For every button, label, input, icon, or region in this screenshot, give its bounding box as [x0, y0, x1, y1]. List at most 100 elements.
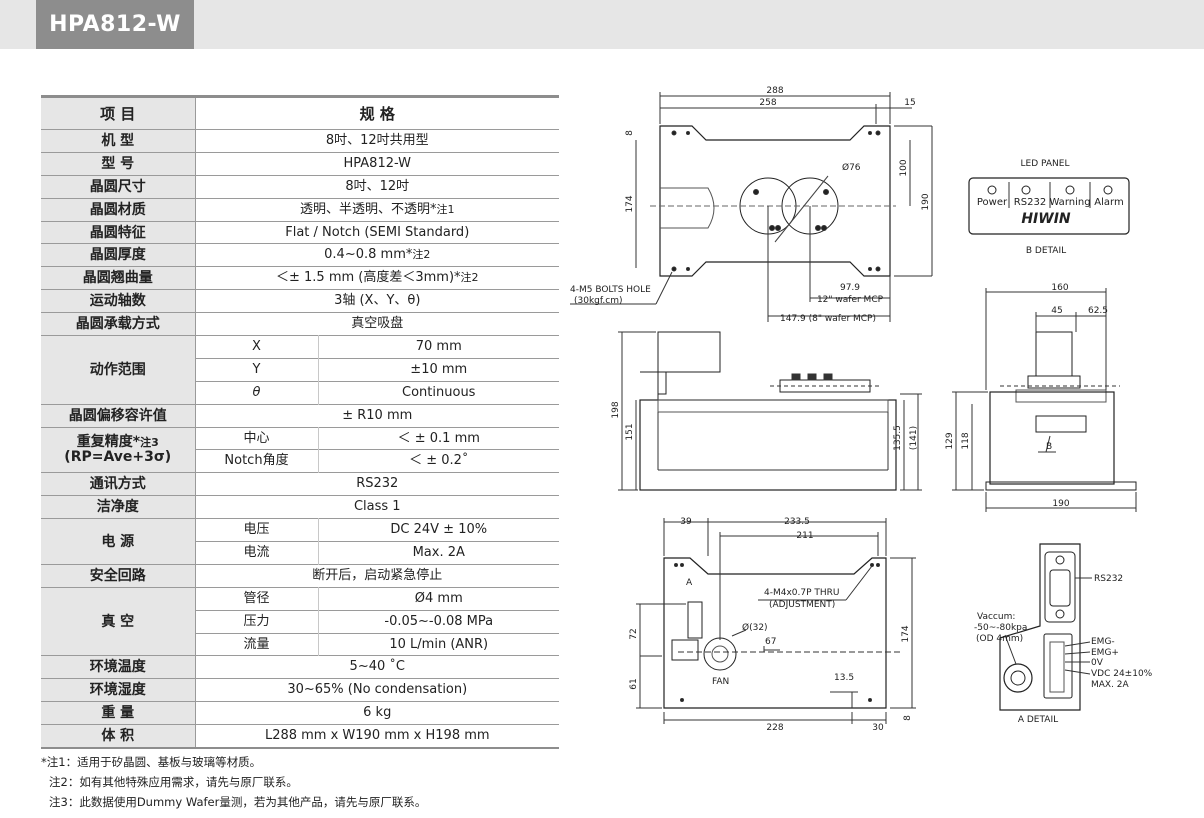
row-value: 8吋、12吋 — [195, 174, 560, 199]
sub-label: 电压 — [195, 518, 319, 542]
note-ref: 注3 — [140, 436, 159, 450]
row-value: 0.4~0.8 mm*注2 — [195, 243, 560, 267]
dim-8: 8 — [625, 130, 635, 136]
note-ref: 注2 — [412, 248, 431, 262]
sub-label: 流量 — [195, 632, 319, 656]
dim-30: 30 — [872, 723, 884, 733]
table-row: 安全回路 断开后，启动紧急停止 — [41, 563, 560, 588]
row-value: ＜± 1.5 mm (高度差＜3mm)*注2 — [195, 266, 560, 290]
table-row: 洁净度 Class 1 — [41, 495, 560, 519]
dim-72: 72 — [629, 628, 639, 639]
side-view: 160 45 62.5 129 118 190 B — [945, 283, 1137, 512]
dim-211: 211 — [796, 531, 813, 541]
vac-pressure: -50~-80kpa — [974, 623, 1027, 633]
dim-12-wafer: 12" wafer MCP — [817, 295, 884, 305]
row-value: Continuous — [318, 380, 560, 405]
dim-67: 67 — [765, 637, 776, 647]
table-row: 晶圆尺寸 8吋、12吋 — [41, 174, 560, 199]
table-row: 机 型 8吋、12吋共用型 — [41, 129, 560, 153]
row-label: 晶圆特征 — [41, 220, 196, 244]
table-row: Notch角度 ＜ ± 0.2˚ — [41, 449, 560, 473]
dim-76: Ø76 — [842, 162, 861, 173]
table-row: 晶圆材质 透明、半透明、不透明*注1 — [41, 197, 560, 222]
m4-label: 4-M4x0.7P THRU — [764, 588, 840, 598]
row-label: 环境湿度 — [41, 678, 196, 702]
row-value: 5~40 ˚C — [195, 655, 560, 679]
sub-label: θ — [195, 380, 319, 405]
page-title: HPA812-W — [36, 0, 194, 49]
dim-39: 39 — [680, 517, 692, 527]
zero-v: 0V — [1091, 658, 1104, 668]
row-label: 体 积 — [41, 724, 196, 749]
top-view: 288 258 15 8 174 100 190 Ø76 4-M5 BOLTS … — [570, 86, 933, 324]
adjustment-label: (ADJUSTMENT) — [769, 600, 835, 610]
row-value: ＜ ± 0.1 mm — [318, 426, 560, 450]
value-text: 0.4~0.8 mm* — [324, 247, 413, 263]
vdc-label: VDC 24±10% — [1091, 669, 1153, 679]
table-row: 晶圆承载方式 真空吸盘 — [41, 312, 560, 336]
front-view: 198 151 135.5 (141) — [611, 331, 922, 491]
dim-1355: 135.5 — [893, 425, 903, 451]
max-current: MAX. 2A — [1091, 680, 1130, 690]
row-label: 通讯方式 — [41, 472, 196, 496]
dim-625: 62.5 — [1088, 306, 1108, 316]
a-detail: RS232 Vaccum: -50~-80kpa (OD 4mm) EMG- E… — [974, 543, 1153, 725]
table-row: 晶圆特征 Flat / Notch (SEMI Standard) — [41, 220, 560, 244]
vac-od: (OD 4mm) — [976, 634, 1023, 644]
dim-198: 198 — [611, 401, 621, 418]
row-label: 安全回路 — [41, 563, 196, 588]
row-value: ±10 mm — [318, 357, 560, 382]
table-row: 晶圆厚度 0.4~0.8 mm*注2 — [41, 243, 560, 267]
table-row: 通讯方式 RS232 — [41, 472, 560, 496]
header-bar — [0, 0, 1204, 49]
table-row: 真 空 管径 Ø4 mm — [41, 586, 560, 656]
dim-288: 288 — [766, 86, 783, 96]
dim-174: 174 — [625, 195, 635, 212]
emg-plus: EMG+ — [1091, 648, 1119, 658]
label-line: 重复精度* — [76, 434, 141, 451]
table-row: 重 量 6 kg — [41, 701, 560, 725]
row-label: 运动轴数 — [41, 289, 196, 313]
table-row: Y ±10 mm — [41, 357, 560, 382]
dim-side-190: 190 — [1052, 499, 1069, 509]
table-row: 流量 10 L/min (ANR) — [41, 632, 560, 656]
dim-141: (141) — [909, 426, 919, 450]
sub-label: 电流 — [195, 541, 319, 565]
footnote-2: 注2：如有其他特殊应用需求，请先与原厂联系。 — [49, 775, 298, 789]
b-marker: B — [1046, 442, 1052, 452]
led-alarm: Alarm — [1094, 197, 1123, 208]
dim-160: 160 — [1051, 283, 1068, 293]
row-label: 重 量 — [41, 701, 196, 725]
row-label: 型 号 — [41, 151, 196, 176]
table-row: 环境湿度 30~65% (No condensation) — [41, 678, 560, 702]
row-label: 晶圆材质 — [41, 197, 196, 222]
sub-label: Notch角度 — [195, 449, 319, 473]
dim-979: 97.9 — [840, 283, 860, 293]
table-row: θ Continuous — [41, 380, 560, 405]
table-row: 晶圆翘曲量 ＜± 1.5 mm (高度差＜3mm)*注2 — [41, 266, 560, 290]
dim-2335: 233.5 — [784, 517, 810, 527]
led-power: Power — [977, 197, 1008, 208]
emg-minus: EMG- — [1091, 637, 1115, 647]
row-value: RS232 — [195, 472, 560, 496]
sub-label: 压力 — [195, 609, 319, 634]
row-label: 洁净度 — [41, 495, 196, 519]
table-header-row: 项 目 规 格 — [41, 96, 560, 130]
table-row: 电流 Max. 2A — [41, 541, 560, 565]
row-value: Max. 2A — [318, 541, 560, 565]
dim-bottom-8: 8 — [903, 715, 913, 721]
table-row: 型 号 HPA812-W — [41, 151, 560, 176]
row-label: 环境温度 — [41, 655, 196, 679]
row-value: 3轴 (X、Y、θ) — [195, 289, 560, 313]
footnote-1: *注1：适用于矽晶圆、基板与玻璃等材质。 — [41, 755, 262, 769]
footnotes: *注1：适用于矽晶圆、基板与玻璃等材质。 注2：如有其他特殊应用需求，请先与原厂… — [41, 752, 426, 812]
row-value: DC 24V ± 10% — [318, 518, 560, 542]
a-rs232: RS232 — [1094, 574, 1123, 584]
led-rs232: RS232 — [1014, 197, 1046, 208]
col-spec-header: 规 格 — [195, 96, 560, 130]
table-row: 动作范围 X 70 mm — [41, 335, 560, 405]
dim-118: 118 — [961, 432, 971, 449]
fan-label: FAN — [712, 677, 729, 687]
sub-label: X — [195, 335, 319, 359]
row-value: HPA812-W — [195, 151, 560, 176]
